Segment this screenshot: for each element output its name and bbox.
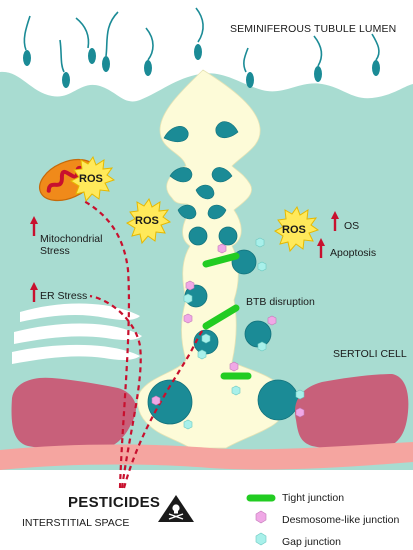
desmosome (295, 407, 305, 418)
myoid-cell-right (295, 374, 409, 451)
ros-star-3: ROS (273, 205, 320, 253)
nucleus (188, 226, 208, 246)
gap-junction (257, 341, 267, 352)
desmosome (217, 243, 227, 254)
gap-junction (183, 293, 193, 304)
nucleus (218, 226, 238, 246)
sperm (194, 7, 204, 60)
tight-junction (202, 252, 240, 268)
ros-star-1: ROS (69, 155, 116, 203)
sperm (371, 33, 380, 76)
svg-text:ROS: ROS (79, 173, 103, 185)
path-to-btb (122, 321, 211, 489)
endoplasmic-reticulum (12, 303, 142, 364)
up-arrow-icon (30, 282, 38, 302)
pesticides-label: PESTICIDES (68, 494, 161, 511)
up-arrow-icon (30, 216, 38, 236)
sperm-head (207, 204, 227, 220)
sperm (313, 35, 323, 82)
sperm (59, 39, 70, 88)
gap-junction (201, 333, 211, 344)
sperm (144, 27, 154, 76)
sperm-head (169, 167, 193, 183)
sperm (75, 17, 96, 64)
ros-star-2: ROS (125, 197, 172, 245)
path-to-mitochondria (81, 199, 131, 489)
mito-stress-label: Mitochondrial Stress (40, 233, 103, 258)
desmosome (267, 315, 277, 326)
legend-desmosome-swatch (255, 510, 267, 524)
legend-gap-swatch (255, 532, 267, 546)
sperm-head (211, 167, 233, 183)
legend-symbols (246, 494, 276, 546)
pesticide-paths (81, 199, 211, 489)
gap-junctions (183, 237, 305, 430)
sperm (23, 15, 31, 66)
desmosome (229, 361, 239, 372)
nucleus (147, 379, 193, 425)
sperm (243, 47, 254, 88)
myoid-cell-left (11, 377, 137, 451)
desmosome (185, 280, 195, 291)
basement-membrane (0, 442, 413, 470)
legend-desmosome-label: Desmosome-like junction (282, 514, 400, 526)
up-arrow-icon (317, 238, 325, 258)
apoptosis-label: Apoptosis (330, 247, 377, 259)
btb-label: BTB disruption (246, 296, 315, 308)
er-stress-label: ER Stress (40, 290, 88, 302)
lumen-label: SEMINIFEROUS TUBULE LUMEN (230, 23, 397, 35)
tight-junctions (202, 252, 252, 380)
path-to-er (89, 294, 142, 489)
free-sperm (23, 7, 380, 88)
tight-junction (202, 304, 240, 330)
sertoli-label: SERTOLI CELL (333, 348, 407, 360)
sperm-head (163, 126, 189, 143)
desmosome (183, 313, 193, 324)
lumen-nuclei (147, 226, 299, 425)
desmosome (151, 395, 161, 406)
skull-crossbones-icon (158, 495, 194, 522)
gap-junction (255, 237, 265, 248)
interstitial-label: INTERSTITIAL SPACE (22, 517, 130, 529)
legend-tight-label: Tight junction (282, 492, 345, 504)
desmosomes (151, 243, 305, 418)
sperm-head (195, 184, 215, 200)
gap-junction (231, 385, 241, 396)
sperm-head (215, 121, 239, 139)
gap-junction (197, 349, 207, 360)
sperm-group (163, 121, 239, 220)
sperm-head (177, 204, 197, 220)
gap-junction (295, 389, 305, 400)
up-arrow-icon (331, 211, 339, 231)
interstitial-space (0, 470, 413, 550)
os-label: OS (344, 220, 360, 232)
svg-text:ROS: ROS (135, 215, 159, 227)
nucleus (257, 379, 299, 421)
gap-junction (257, 261, 267, 272)
svg-text:ROS: ROS (282, 224, 306, 236)
gap-junction (183, 419, 193, 430)
nucleus (244, 320, 272, 348)
sperm (102, 11, 119, 72)
legend-gap-label: Gap junction (282, 536, 341, 548)
